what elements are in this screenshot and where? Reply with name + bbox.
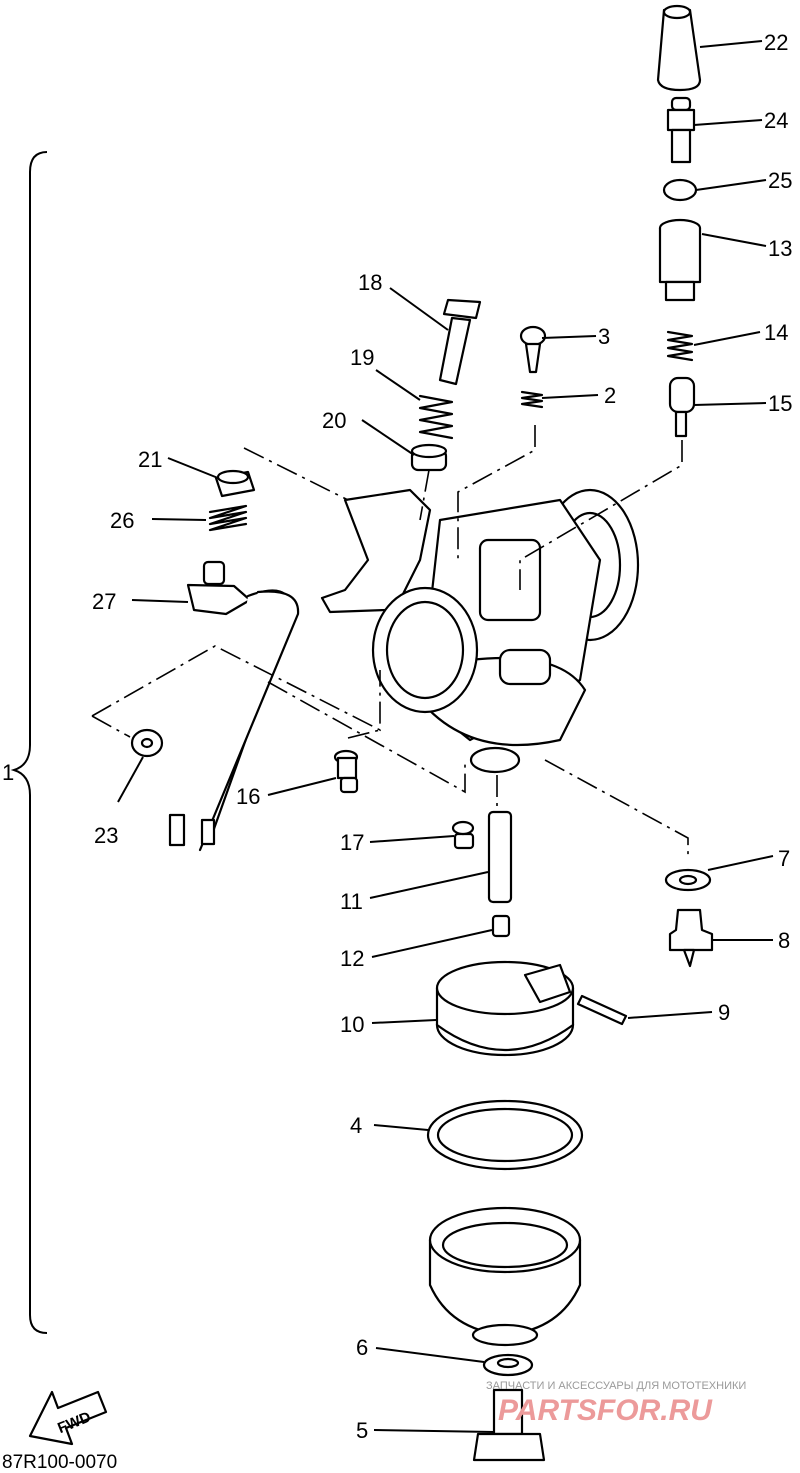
dash-line-23 <box>91 645 381 732</box>
part-24-valve <box>666 96 696 164</box>
part-3-screw <box>519 325 547 374</box>
dash-line-21 <box>243 447 349 501</box>
part-17-screw <box>451 820 475 850</box>
leader-lines <box>117 40 774 1433</box>
dash-line-16 <box>91 715 131 738</box>
part-22-cap <box>656 4 702 92</box>
callout-label-9: 9 <box>718 1000 730 1025</box>
part-5-bolt <box>472 1388 546 1462</box>
part-14-spring <box>666 330 694 362</box>
float-chamber-bowl <box>428 1206 582 1347</box>
callout-label-4: 4 <box>350 1113 362 1138</box>
carburetor-body <box>320 488 640 774</box>
part-25-nut <box>662 178 698 202</box>
part-12-jet <box>491 914 511 938</box>
fwd-arrow-icon: FWD <box>28 1390 108 1446</box>
watermark-brand: PARTSFOR.RU <box>498 1394 713 1427</box>
callout-label-11: 11 <box>340 889 363 914</box>
callout-label-23: 23 <box>94 823 118 848</box>
drawing-code: 87R100-0070 <box>2 1452 117 1473</box>
callout-label-13: 13 <box>768 236 792 261</box>
part-20-washer <box>410 443 448 472</box>
part-26-spring <box>208 504 248 532</box>
callout-label-26: 26 <box>110 508 134 533</box>
part-7-hole <box>678 874 698 886</box>
callout-label-14: 14 <box>764 320 788 345</box>
part-4-oring-inner <box>436 1107 574 1163</box>
dash-line-15 <box>519 440 683 590</box>
callout-label-20: 20 <box>322 408 346 433</box>
part-23-hole <box>140 737 154 749</box>
callout-label-5: 5 <box>356 1418 368 1443</box>
callout-label-16: 16 <box>236 784 260 809</box>
part-18-screw <box>438 298 482 386</box>
callout-label-19: 19 <box>350 345 374 370</box>
callout-label-22: 22 <box>764 30 788 55</box>
callout-label-15: 15 <box>768 391 792 416</box>
part-2-spring <box>520 390 544 409</box>
callout-label-7: 7 <box>778 846 790 871</box>
part-11-tube <box>487 810 513 904</box>
callout-label-24: 24 <box>764 108 788 133</box>
part-19-spring <box>418 394 454 440</box>
part-27-sensor <box>168 560 300 852</box>
callout-label-12: 12 <box>340 946 364 971</box>
callout-label-3: 3 <box>598 324 610 349</box>
part-9-pin <box>576 994 628 1026</box>
callout-label-25: 25 <box>768 168 792 193</box>
dash-line-2 <box>457 425 536 560</box>
watermark-tagline: ЗАПЧАСТИ И АКСЕССУАРЫ ДЛЯ МОТОТЕХНИКИ <box>486 1380 746 1392</box>
callout-label-18: 18 <box>358 270 382 295</box>
callout-label-1: 1 <box>2 760 14 785</box>
callout-label-27: 27 <box>92 589 116 614</box>
callout-label-2: 2 <box>604 383 616 408</box>
dash-line-17 <box>347 729 381 739</box>
assembly-bracket <box>10 151 48 1334</box>
callout-label-8: 8 <box>778 928 790 953</box>
part-16-screw <box>333 749 359 794</box>
part-8-jet <box>668 908 714 968</box>
callout-label-21: 21 <box>138 447 162 472</box>
dash-line-7 <box>544 759 689 860</box>
callout-label-10: 10 <box>340 1012 364 1037</box>
part-10-float <box>435 960 575 1057</box>
part-13-body <box>658 218 702 302</box>
part-15-plunger <box>668 376 696 438</box>
dash-line-20 <box>419 469 430 521</box>
part-21-nut <box>214 469 256 498</box>
callout-label-17: 17 <box>340 830 364 855</box>
dash-line-11 <box>267 681 466 794</box>
callout-label-6: 6 <box>356 1335 368 1360</box>
part-6-washer <box>482 1353 534 1377</box>
